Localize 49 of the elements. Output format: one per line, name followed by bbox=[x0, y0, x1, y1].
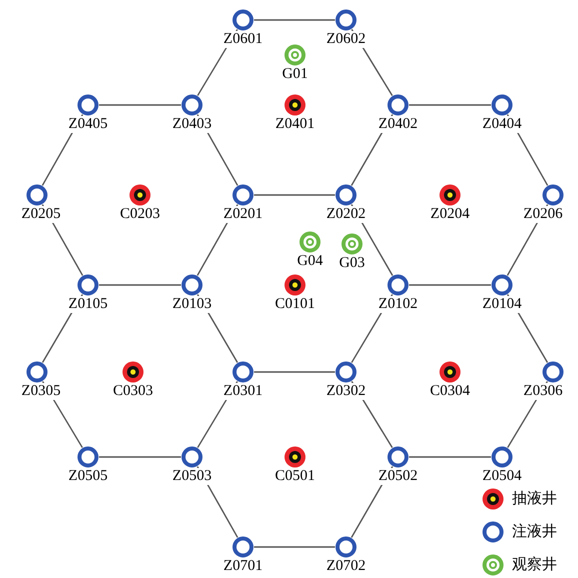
well-node bbox=[326, 361, 366, 403]
well-label: Z0104 bbox=[481, 296, 523, 313]
well-label: Z0601 bbox=[222, 31, 264, 48]
well-node bbox=[482, 94, 522, 136]
well-label: Z0503 bbox=[171, 468, 213, 485]
well-label: Z0402 bbox=[377, 116, 419, 133]
well-node bbox=[326, 184, 366, 226]
well-node bbox=[172, 94, 212, 136]
well-label: Z0502 bbox=[377, 468, 419, 485]
well-node bbox=[172, 274, 212, 316]
connecting-line bbox=[409, 284, 491, 286]
well-label: Z0205 bbox=[20, 206, 62, 223]
well-label: Z0301 bbox=[222, 383, 264, 400]
well-node bbox=[68, 274, 108, 316]
legend-label: 观察井 bbox=[512, 555, 557, 574]
well-label: Z0405 bbox=[67, 116, 109, 133]
well-label: Z0305 bbox=[20, 383, 62, 400]
connecting-line bbox=[254, 371, 335, 373]
well-node bbox=[482, 274, 522, 316]
well-label: Z0404 bbox=[481, 116, 523, 133]
well-node bbox=[326, 9, 366, 51]
connecting-line bbox=[254, 194, 335, 196]
well-node bbox=[378, 94, 418, 136]
well-node bbox=[172, 446, 212, 488]
well-node bbox=[378, 446, 418, 488]
well-label: Z0202 bbox=[325, 206, 367, 223]
well-node bbox=[223, 184, 263, 226]
connecting-line bbox=[99, 456, 181, 458]
well-label: Z0105 bbox=[67, 296, 109, 313]
connecting-line bbox=[254, 546, 335, 548]
well-node bbox=[223, 361, 263, 403]
well-label: Z0403 bbox=[171, 116, 213, 133]
well-label: Z0102 bbox=[377, 296, 419, 313]
well-label: Z0302 bbox=[325, 383, 367, 400]
legend-label: 注液井 bbox=[512, 522, 557, 541]
well-label: Z0201 bbox=[222, 206, 264, 223]
well-label: Z0206 bbox=[522, 206, 564, 223]
well-label: Z0602 bbox=[325, 31, 367, 48]
connecting-line bbox=[409, 104, 491, 106]
connecting-line bbox=[409, 456, 491, 458]
well-node bbox=[68, 94, 108, 136]
connecting-line bbox=[99, 284, 181, 286]
connecting-line bbox=[99, 104, 181, 106]
connecting-line bbox=[254, 19, 335, 21]
well-label: Z0103 bbox=[171, 296, 213, 313]
well-label: Z0306 bbox=[522, 383, 564, 400]
well-node bbox=[378, 274, 418, 316]
legend-label: 抽液井 bbox=[512, 489, 557, 508]
well-node bbox=[223, 9, 263, 51]
